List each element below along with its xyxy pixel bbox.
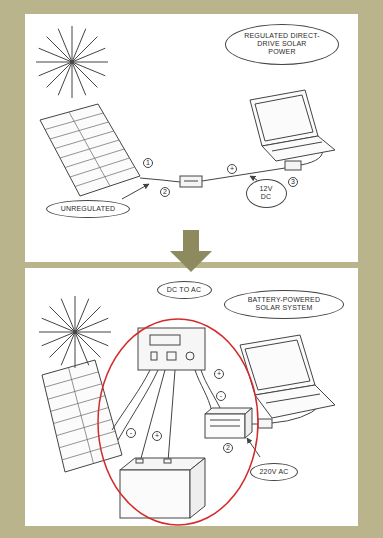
note-text: UNREGULATED <box>61 205 116 213</box>
direct-drive-sketch <box>40 90 335 199</box>
note-text: DC TO AC <box>167 286 201 294</box>
callout-number: + <box>227 164 237 174</box>
laptop-keyboard <box>262 136 335 161</box>
inverter-fins <box>210 426 240 427</box>
panel-wire <box>118 370 158 440</box>
note-cloud: REGULATED DIRECT-DRIVE SOLAR POWER <box>225 24 339 65</box>
note-text: BATTERY-POWERED SOLAR SYSTEM <box>244 296 324 312</box>
sun-ray <box>39 48 106 76</box>
regulator-detail <box>184 181 198 182</box>
note-text: 220V AC <box>259 468 288 476</box>
leader-arrow <box>250 176 257 180</box>
panel-cells <box>45 112 135 464</box>
battery-system-sketch <box>42 319 335 525</box>
down-arrow <box>170 230 212 272</box>
controller-terminal <box>151 352 157 360</box>
note-text: 12V DC <box>254 185 278 201</box>
controller-knob <box>186 352 194 360</box>
battery-side <box>190 458 205 518</box>
battery-wire <box>168 370 175 462</box>
callout-number: + <box>152 431 162 441</box>
note-text: REGULATED DIRECT-DRIVE SOLAR POWER <box>244 32 320 56</box>
battery-wire <box>140 370 165 462</box>
panel-cell-line <box>69 368 94 464</box>
note-cloud: UNREGULATED <box>46 200 130 218</box>
laptop-keys <box>266 394 320 403</box>
note-cloud: 12V DC <box>246 179 287 208</box>
callout-number: - <box>216 391 226 401</box>
callout-number: 2 <box>160 187 170 197</box>
inverter-side <box>245 408 252 438</box>
laptop-display <box>245 340 310 390</box>
battery-terminal <box>164 459 171 463</box>
inverter-box <box>205 414 245 438</box>
bottom-panel <box>25 268 358 526</box>
battery-front <box>120 470 190 518</box>
callout-number: 1 <box>143 158 153 168</box>
controller-display <box>150 335 180 345</box>
panel-wire <box>112 370 150 430</box>
inverter-fins <box>210 420 240 421</box>
solar-panel <box>42 360 122 472</box>
callout-number: 3 <box>288 177 298 187</box>
adapter-box <box>285 161 301 170</box>
panel-wire <box>140 178 180 182</box>
note-cloud: DC TO AC <box>157 281 212 299</box>
solar-panel <box>40 104 140 196</box>
top-panel <box>25 14 358 262</box>
laptop-keys <box>272 142 322 151</box>
highlight-ellipse <box>98 319 258 525</box>
note-cloud: 220V AC <box>250 463 298 481</box>
callout-number: 2 <box>223 443 233 453</box>
panel-cell-line <box>69 112 110 186</box>
battery-terminal <box>136 459 143 463</box>
sun-ray <box>42 318 109 346</box>
ac-cable <box>252 424 258 425</box>
sun-symbol <box>36 26 111 368</box>
note-cloud: BATTERY-POWERED SOLAR SYSTEM <box>224 290 344 319</box>
controller-terminal <box>167 352 176 360</box>
inverter-top <box>205 408 252 414</box>
callout-number: - <box>126 428 136 438</box>
regulator-box <box>180 176 202 187</box>
leader-arrow <box>122 184 149 199</box>
laptop-display <box>255 95 313 141</box>
laptop-screen <box>240 335 315 395</box>
callout-number: + <box>214 369 224 379</box>
adapter-box <box>258 419 272 428</box>
charge-controller <box>138 328 205 370</box>
laptop-keyboard <box>255 385 335 418</box>
